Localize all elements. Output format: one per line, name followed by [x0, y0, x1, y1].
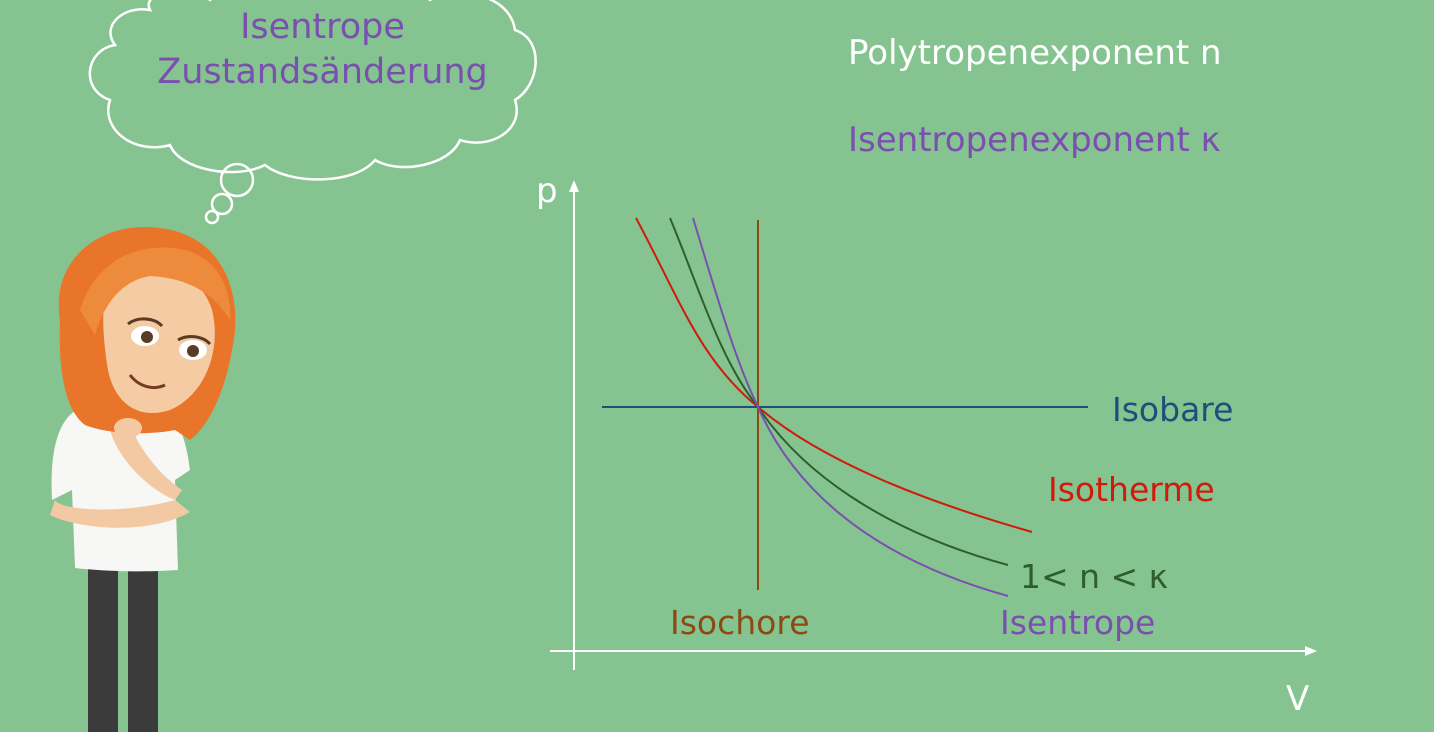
left-pupil: [141, 331, 153, 343]
thought-line-2: Zustandsänderung: [157, 52, 488, 92]
thought-dot-large: [219, 162, 255, 198]
polytropic-exponent-heading: Polytropenexponent n: [848, 33, 1222, 73]
mouth: [128, 374, 166, 389]
shirt: [51, 402, 190, 572]
y-axis-label: p: [536, 171, 558, 211]
hand: [114, 418, 142, 438]
y-axis-arrow: [569, 180, 579, 192]
thought-dot-medium: [210, 192, 234, 216]
thought-dot-small: [204, 209, 220, 225]
isentropic-exponent-heading: Isentropenexponent κ: [848, 120, 1221, 160]
isentrope-curve: [692, 217, 1009, 597]
raised-arm: [110, 425, 182, 500]
x-axis-arrow: [1305, 646, 1317, 656]
left-eyelash: [127, 317, 164, 328]
right-pupil: [187, 345, 199, 357]
left-leg: [88, 555, 118, 732]
isochore-label: Isochore: [670, 603, 810, 642]
hair-fringe: [80, 247, 231, 335]
right-eyelash: [177, 335, 212, 346]
right-leg: [128, 555, 158, 732]
thought-bubble: [88, 0, 537, 225]
isentrope-label: Isentrope: [1000, 603, 1156, 642]
isotherm-label: Isotherme: [1048, 470, 1215, 509]
polytrope-label: 1< n < κ: [1020, 557, 1169, 596]
thought-line-1: Isentrope: [240, 7, 405, 47]
isobar-label: Isobare: [1112, 390, 1234, 429]
folded-arm: [50, 500, 190, 528]
thought-cloud: [88, 0, 537, 181]
character-illustration: [50, 226, 236, 732]
x-axis-label: V: [1286, 679, 1309, 719]
polytrope-curve: [669, 217, 1009, 566]
